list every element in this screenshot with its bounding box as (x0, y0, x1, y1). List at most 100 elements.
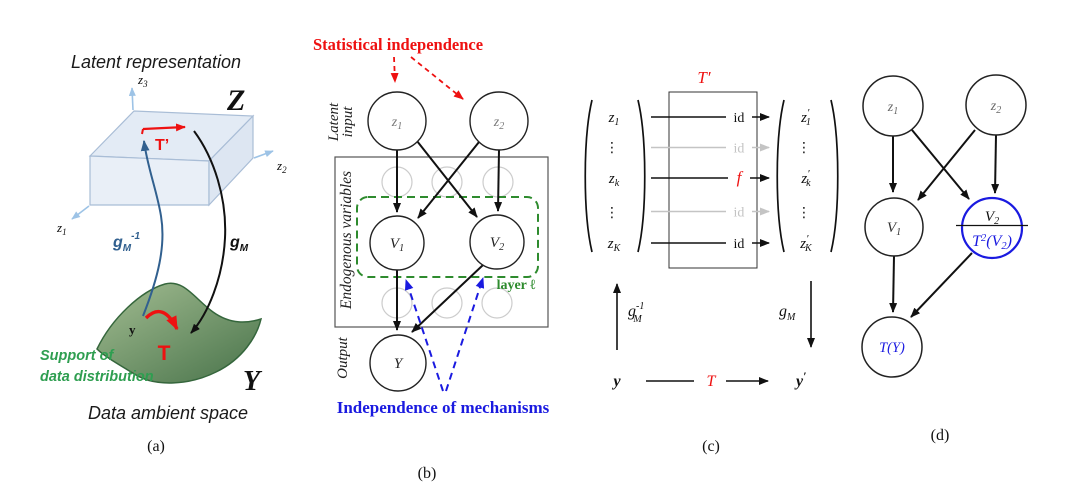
node-z2 (469, 91, 529, 151)
node-z1 (367, 91, 427, 151)
row5-label: id (734, 237, 745, 252)
vec-zkp: z′k (800, 168, 811, 189)
cube-right-face (208, 114, 254, 207)
endogenous-label: Endogenous variables (338, 171, 355, 310)
row-f: f (651, 168, 770, 187)
d-z1-label: z1 (887, 100, 898, 117)
d-z2-label: z2 (990, 99, 1001, 116)
independence-mechanisms-label: Independence of mechanisms (337, 398, 550, 417)
left-vector-paren-l (584, 99, 593, 253)
y-input-label: y (611, 373, 621, 390)
hidden-node (481, 287, 513, 319)
layer-label: layer ℓ (497, 278, 537, 293)
data-manifold (96, 282, 263, 384)
vec-zk: zk (608, 171, 620, 189)
axis-z1-label: z1 (56, 220, 67, 237)
vec-z1: z1 (608, 110, 620, 128)
d-node-v2 (960, 196, 1024, 260)
row4-label: id (734, 206, 745, 221)
transform-box (668, 91, 758, 269)
t-arc-arrow (144, 309, 179, 331)
d-edge-z2-v1 (917, 129, 976, 201)
d-t2v2-label: T2(V2) (972, 233, 1012, 252)
node-v1-label: V1 (390, 236, 404, 254)
vec-dots-4: ⋮ (797, 206, 811, 221)
edge-z2-v2 (494, 149, 503, 212)
d-v1-label: V1 (887, 220, 901, 238)
d-ty-label: T(Y) (879, 340, 905, 356)
statistical-independence-label: Statistical independence (313, 35, 483, 54)
axis-z1 (71, 205, 90, 220)
d-node-ty (861, 316, 923, 378)
axis-z3-label: z3 (137, 72, 148, 89)
right-vector-paren-l (776, 99, 785, 253)
row-id-1: id (651, 111, 770, 126)
node-v1 (369, 215, 425, 271)
row-id-4-faded: id (651, 206, 770, 221)
edge-v2-y (411, 264, 484, 333)
d-node-z1 (862, 75, 924, 137)
ambient-space-label: Data ambient space (88, 403, 248, 423)
iom-arrow-left (404, 278, 444, 392)
caption-c: (c) (702, 438, 720, 455)
output-label: Output (335, 336, 351, 379)
axis-z3 (128, 87, 136, 111)
output-label-text: Output (335, 336, 351, 379)
endogenous-box (334, 156, 549, 328)
d-edge-v1-ty (889, 255, 898, 313)
g-forward-label: gM (229, 234, 249, 254)
vec-dots-2: ⋮ (605, 206, 619, 221)
d-edge-z2-v2 (991, 134, 1000, 194)
right-vector-paren-r (830, 99, 839, 253)
node-z1-label: z1 (391, 115, 402, 132)
t-map-label: T (158, 342, 171, 365)
t-prime-tick (141, 128, 144, 135)
d-node-z2 (965, 74, 1027, 136)
d-v2-label: V2 (985, 209, 999, 227)
node-v2 (469, 214, 525, 270)
node-v2-label: V2 (490, 235, 504, 253)
row1-label: id (734, 111, 745, 126)
g-forward-label-c: gM (779, 303, 796, 323)
support-label-line1: Support of (40, 348, 115, 364)
panel-a: Latent representation z3 z2 z1 Z T’ gM-1… (40, 52, 287, 455)
vec-zKp: z′K (799, 233, 813, 254)
edge-z1-v2 (416, 140, 478, 218)
caption-b: (b) (418, 465, 437, 482)
latent-cube (88, 110, 255, 207)
caption-a: (a) (147, 438, 165, 455)
row3-label: f (737, 168, 744, 187)
panel-d: z1 z2 V1 V2 T2(V2) T(Y) (d) (861, 74, 1028, 444)
axis-z2-label: z2 (276, 158, 287, 175)
row-id-2-faded: id (651, 142, 770, 157)
panel-c: T′ z1 ⋮ zk ⋮ zK id id f id id z′1 ⋮ z′k … (584, 68, 839, 455)
support-label-line2: data distribution (40, 369, 154, 385)
d-edge-v2-ty (910, 252, 973, 318)
left-vector-paren-r (637, 99, 646, 253)
t-prime-arrow (142, 123, 186, 132)
vec-z1p: z′1 (800, 107, 811, 128)
cube-front-face (89, 155, 210, 206)
row2-label: id (734, 142, 745, 157)
iom-arrow-right (445, 276, 485, 392)
ambient-space-symbol: Y (243, 366, 263, 397)
edge-z2-v1 (417, 141, 480, 219)
vec-dots-1: ⋮ (605, 141, 619, 156)
caption-d: (d) (931, 427, 950, 444)
t-prime-box-label: T′ (697, 68, 710, 87)
y-output-label: y′ (794, 369, 806, 390)
d-edge-z1-v2 (911, 129, 970, 200)
g-inverse-curve (140, 139, 164, 317)
node-y (369, 334, 427, 392)
d-node-v1 (864, 197, 924, 257)
panel-b: Statistical independence Latent input En… (313, 35, 550, 482)
endogenous-label-text: Endogenous variables (338, 171, 355, 310)
t-prime-label: T’ (155, 137, 169, 154)
stat-arrow-z1 (390, 56, 399, 83)
latent-input-label: Latent input (326, 102, 356, 142)
latent-input-line1: Latent (326, 102, 342, 142)
g-forward-curve (190, 130, 227, 334)
